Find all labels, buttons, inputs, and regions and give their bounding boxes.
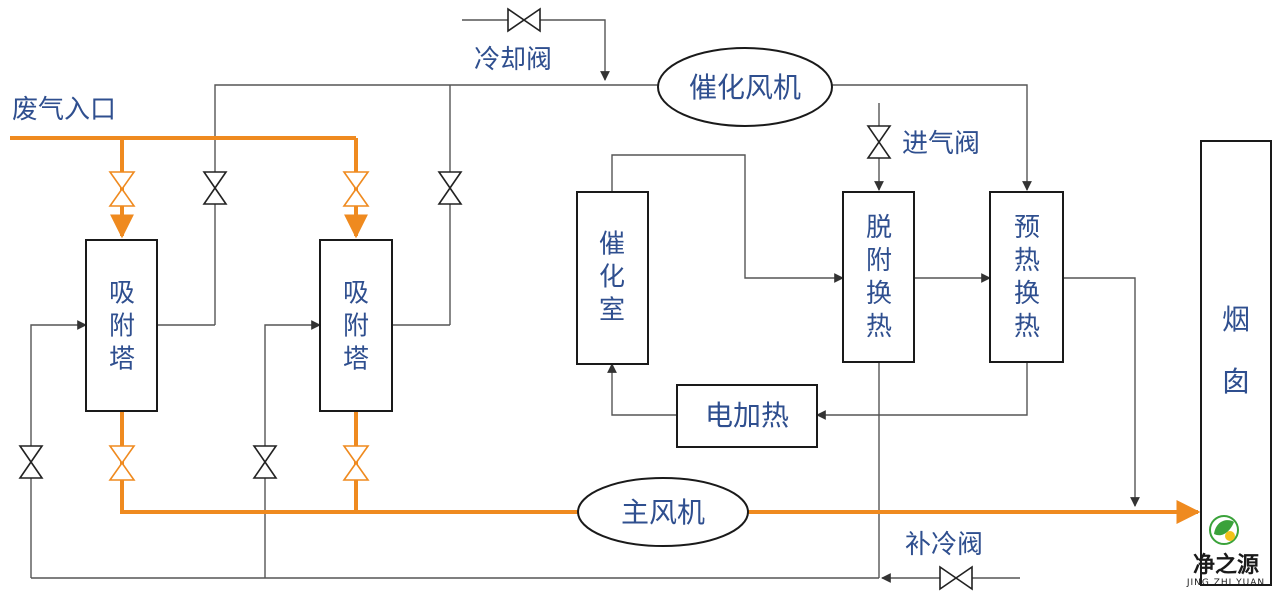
chimney <box>1200 140 1272 586</box>
tower1-outlet-pipe <box>120 411 578 514</box>
tower1-inlet-valve[interactable] <box>108 171 136 207</box>
main-fan <box>577 477 749 547</box>
logo-name: 净之源 <box>1193 552 1259 578</box>
inlet-valve-symbol[interactable] <box>866 125 892 159</box>
vertical-labels: 吸附塔 吸附塔 催化室 脱附换热 预热换热烟囱 <box>109 213 1250 398</box>
tower1-feedback-line <box>30 320 87 578</box>
top-header-line <box>214 84 658 325</box>
catalytic-fan-label: 催化风机 <box>689 71 801 104</box>
main-fan-label: 主风机 <box>621 496 705 529</box>
electric-heater <box>676 384 818 448</box>
cooling-valve-label: 冷却阀 <box>474 45 552 75</box>
preheat-hx <box>989 191 1064 363</box>
labels: 废气入口 冷却阀 催化风机 进气阀 电加热 主风机 补冷阀 <box>12 45 983 560</box>
tower1-top-valve[interactable] <box>202 171 228 205</box>
preheat-to-chimney-line <box>1063 277 1140 507</box>
adsorption-tower-2-label: 吸附塔 <box>343 278 369 374</box>
adsorption-tower-2 <box>319 239 393 412</box>
logo: 净之源 JING ZHI YUAN <box>1186 515 1265 588</box>
inlet-valve-label: 进气阀 <box>902 129 980 159</box>
preheat-to-heater-line <box>816 362 1028 420</box>
electric-heater-label: 电加热 <box>705 399 789 432</box>
makeup-cold-valve-symbol[interactable] <box>939 565 973 591</box>
exhaust-inlet-label: 废气入口 <box>12 95 116 125</box>
thin-piping <box>30 19 1140 583</box>
equipment <box>85 47 1272 586</box>
tower1-feedback-valve[interactable] <box>18 445 44 479</box>
tower2-inlet-valve[interactable] <box>342 171 370 207</box>
makeup-cold-valve-label: 补冷阀 <box>905 530 983 560</box>
desorption-hx <box>842 191 915 363</box>
catalytic-fan <box>657 47 833 127</box>
fan-to-preheat-line <box>832 84 1032 191</box>
tower1-outlet-valve[interactable] <box>108 445 136 481</box>
logo-leaf-icon <box>1214 520 1234 536</box>
cooling-valve-symbol[interactable] <box>507 7 541 33</box>
tower2-feedback-valve[interactable] <box>252 445 278 479</box>
adsorption-tower-1-label: 吸附塔 <box>109 278 135 374</box>
preheat-hx-label: 预热换热 <box>1014 213 1040 342</box>
heater-to-chamber-line <box>607 363 677 416</box>
chamber-to-desorb-line <box>611 154 844 283</box>
catalytic-chamber-label: 催化室 <box>599 229 625 325</box>
catalytic-chamber <box>576 191 649 365</box>
tower2-feedback-line <box>264 320 321 578</box>
valves <box>18 7 973 591</box>
tower2-outlet-valve[interactable] <box>342 445 370 481</box>
chimney-label: 烟囱 <box>1222 303 1250 398</box>
adsorption-tower-1 <box>85 239 158 412</box>
tower2-top-valve[interactable] <box>437 171 463 205</box>
logo-sun-icon <box>1225 531 1235 541</box>
logo-subtitle: JING ZHI YUAN <box>1186 578 1265 588</box>
desorption-hx-label: 脱附换热 <box>866 213 892 342</box>
